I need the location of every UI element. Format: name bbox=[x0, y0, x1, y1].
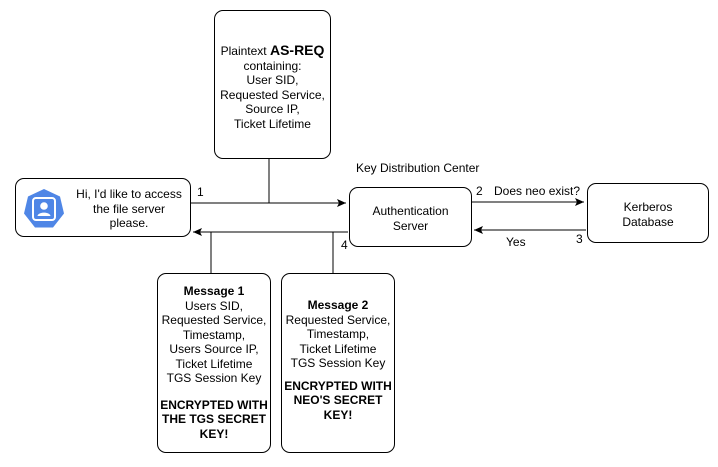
authentication-server-box: Authentication Server bbox=[349, 187, 472, 247]
message1-line: Requested Service, bbox=[161, 313, 267, 327]
message2-warning: NEO'S SECRET bbox=[293, 393, 383, 407]
step-3-answer: Yes bbox=[506, 235, 526, 249]
step-2-question: Does neo exist? bbox=[494, 184, 581, 198]
message2-warning: KEY! bbox=[323, 407, 353, 422]
step-1-label: 1 bbox=[197, 185, 204, 199]
kerberos-db-line: Kerberos bbox=[623, 200, 673, 214]
as-req-line: containing: bbox=[243, 58, 302, 73]
kerberos-db-line: Database bbox=[622, 214, 674, 229]
message1-line: Users Source IP, bbox=[169, 342, 259, 356]
message1-line: Timestamp, bbox=[182, 327, 246, 342]
message1-box: Message 1 Users SID, Requested Service, … bbox=[157, 273, 271, 453]
message1-line: Users SID, bbox=[184, 298, 243, 313]
message2-line: Requested Service, bbox=[285, 312, 391, 327]
kerberos-database-box: Kerberos Database bbox=[587, 183, 709, 243]
message2-line: Timestamp, bbox=[306, 327, 370, 341]
message2-title: Message 2 bbox=[307, 298, 369, 312]
client-message-line: please. bbox=[109, 216, 149, 230]
as-req-line: Source IP, bbox=[245, 102, 300, 116]
client-box: Hi, I'd like to access the file server p… bbox=[15, 178, 191, 237]
message2-line: Ticket Lifetime bbox=[299, 341, 377, 356]
step-3-label: 3 bbox=[576, 232, 583, 246]
message2-box: Message 2 Requested Service, Timestamp, … bbox=[281, 273, 395, 453]
client-message: Hi, I'd like to access the file server p… bbox=[70, 187, 188, 231]
step-4-label: 4 bbox=[341, 238, 348, 252]
auth-server-line: Authentication bbox=[372, 204, 449, 218]
as-req-prefix: Plaintext bbox=[220, 44, 270, 58]
message2-warning: ENCRYPTED WITH bbox=[284, 378, 392, 393]
client-message-line: Hi, I'd like to access bbox=[76, 187, 182, 201]
message2-line: TGS Session Key bbox=[290, 356, 386, 370]
message1-warning: KEY! bbox=[199, 426, 229, 441]
message1-warning: THE TGS SECRET bbox=[161, 412, 266, 426]
client-message-line: the file server bbox=[92, 201, 166, 216]
user-avatar-icon bbox=[23, 188, 65, 230]
step-2-label: 2 bbox=[476, 184, 483, 198]
kdc-label: Key Distribution Center bbox=[356, 161, 480, 175]
as-req-heading: Plaintext AS-REQ bbox=[215, 43, 330, 59]
as-req-note: Plaintext AS-REQ containing: User SID, R… bbox=[214, 10, 331, 159]
as-req-line: Ticket Lifetime bbox=[234, 116, 311, 131]
as-req-line: User SID, bbox=[246, 73, 299, 87]
as-req-line: Requested Service, bbox=[220, 87, 325, 102]
message1-line: Ticket Lifetime bbox=[175, 356, 253, 371]
message1-warning: ENCRYPTED WITH bbox=[160, 397, 268, 412]
message1-line: TGS Session Key bbox=[166, 371, 262, 385]
auth-server-line: Server bbox=[392, 218, 429, 233]
as-req-emphasis: AS-REQ bbox=[269, 42, 325, 58]
message1-title: Message 1 bbox=[183, 284, 245, 298]
